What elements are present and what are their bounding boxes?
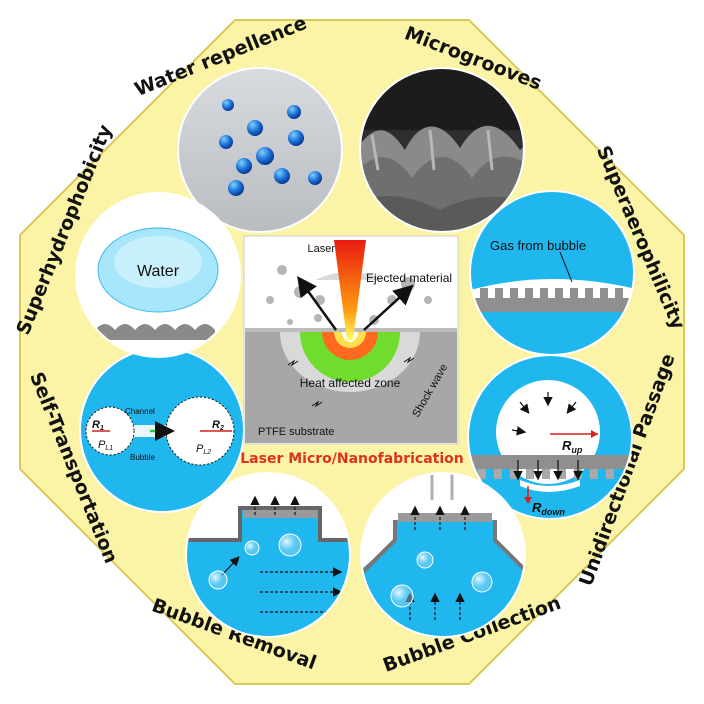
- laser-fabrication-schematic: Laser Ejected material Heat affected zon…: [243, 235, 459, 445]
- p-l1-label: PL1: [98, 439, 113, 452]
- center-caption: Laser Micro/Nanofabrication: [240, 451, 463, 467]
- bubble-collection-panel: [361, 473, 525, 637]
- laser-label: Laser: [307, 243, 335, 255]
- unidirectional-passage-panel: Rup Rdown: [468, 355, 632, 519]
- ejected-material-label: Ejected material: [366, 271, 452, 285]
- r2-label: R2: [212, 419, 224, 432]
- r-down-label: Rdown: [532, 500, 565, 517]
- water-repellence-photo: [178, 68, 342, 232]
- channel-label: Channel: [125, 407, 155, 416]
- r1-label: R1: [92, 419, 104, 432]
- r-up-label: Rup: [562, 438, 583, 455]
- p-l2-label: PL2: [196, 443, 211, 456]
- superhydrophobicity-panel: Water: [76, 193, 240, 357]
- bubble-removal-panel: [186, 473, 350, 637]
- superaerophilicity-panel: Gas from bubble: [470, 191, 634, 355]
- gas-from-bubble-label: Gas from bubble: [490, 238, 586, 253]
- self-transportation-panel: Channel Bubble R1 R2 PL1 PL2: [80, 348, 244, 512]
- heat-affected-zone-label: Heat affected zone: [300, 376, 401, 390]
- substrate-label: PTFE substrate: [258, 426, 334, 438]
- water-label: Water: [137, 263, 180, 280]
- bubble-label: Bubble: [130, 453, 155, 462]
